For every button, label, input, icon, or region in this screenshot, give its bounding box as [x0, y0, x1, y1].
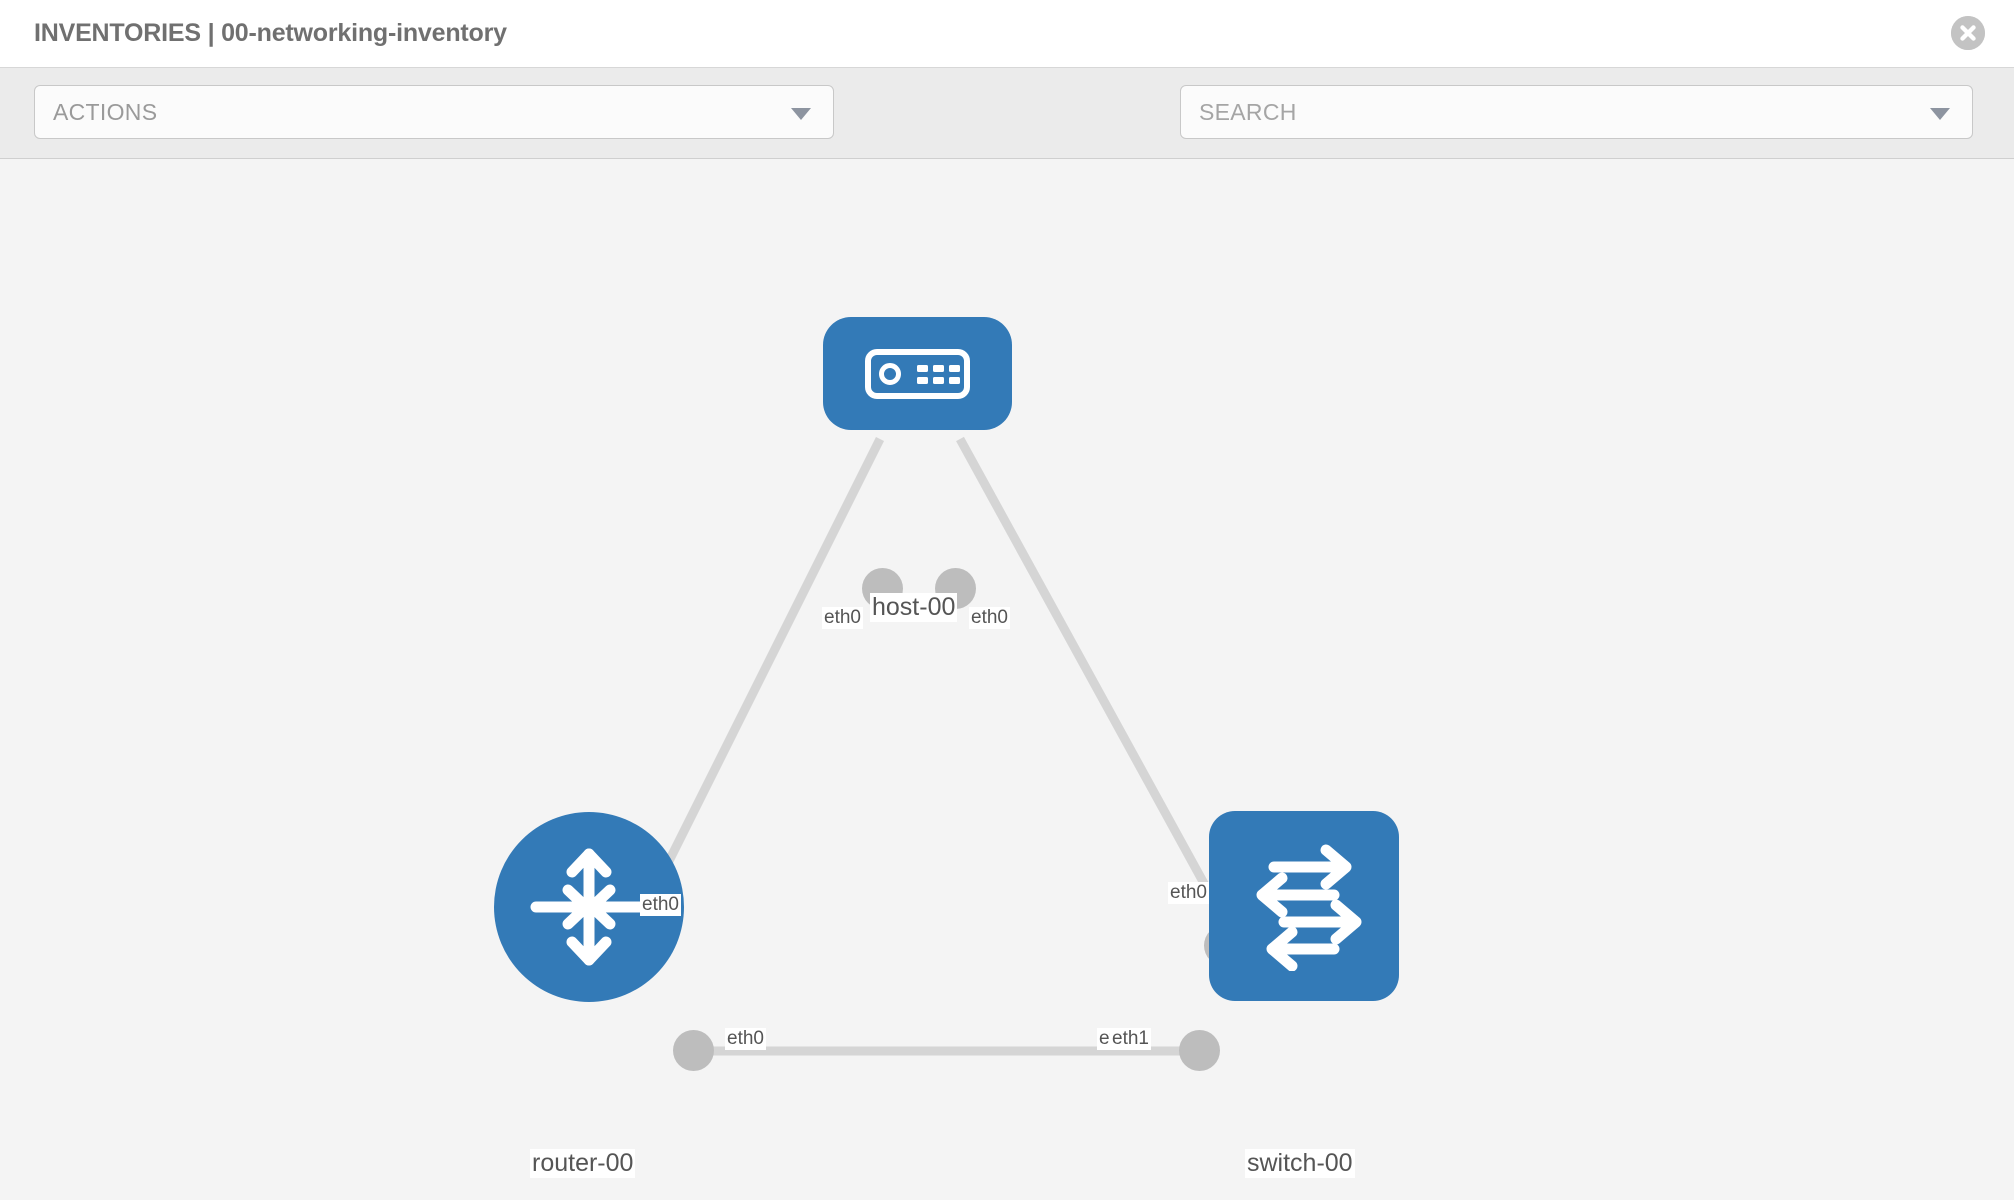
- switch-icon: [1256, 844, 1362, 971]
- interface-label: eth0: [640, 894, 681, 916]
- chevron-down-icon: [1930, 108, 1950, 120]
- actions-dropdown[interactable]: ACTIONS: [34, 85, 834, 139]
- interface-label: eth0: [1168, 882, 1209, 904]
- topology-canvas[interactable]: host-00 router-00 switch-00 eth0 eth0 et…: [0, 159, 2014, 1200]
- node-label-switch-00: switch-00: [1245, 1149, 1355, 1178]
- chevron-down-icon: [791, 108, 811, 120]
- search-input[interactable]: SEARCH: [1180, 85, 1973, 139]
- close-icon[interactable]: [1951, 16, 1985, 50]
- actions-dropdown-label: ACTIONS: [53, 99, 158, 125]
- router-icon: [530, 848, 648, 966]
- node-label-router-00: router-00: [530, 1149, 636, 1178]
- topology-node-switch-00[interactable]: [1209, 811, 1399, 1001]
- interface-label: eth1: [1110, 1028, 1151, 1050]
- search-placeholder: SEARCH: [1199, 99, 1297, 125]
- node-label-host-00: host-00: [870, 593, 958, 622]
- toolbar: ACTIONS SEARCH: [0, 68, 2014, 198]
- interface-label: eth0: [969, 607, 1010, 629]
- interface-label: eth0: [822, 607, 863, 629]
- page-header: INVENTORIES | 00-networking-inventory: [0, 0, 2014, 68]
- server-icon: [865, 348, 970, 399]
- interface-label: eth0: [725, 1028, 766, 1050]
- link-endpoint[interactable]: [673, 1030, 714, 1071]
- page-title: INVENTORIES | 00-networking-inventory: [34, 19, 507, 47]
- topology-node-host-00[interactable]: [823, 317, 1012, 430]
- topology-links: [635, 436, 1244, 1056]
- link-endpoint[interactable]: [1179, 1030, 1220, 1071]
